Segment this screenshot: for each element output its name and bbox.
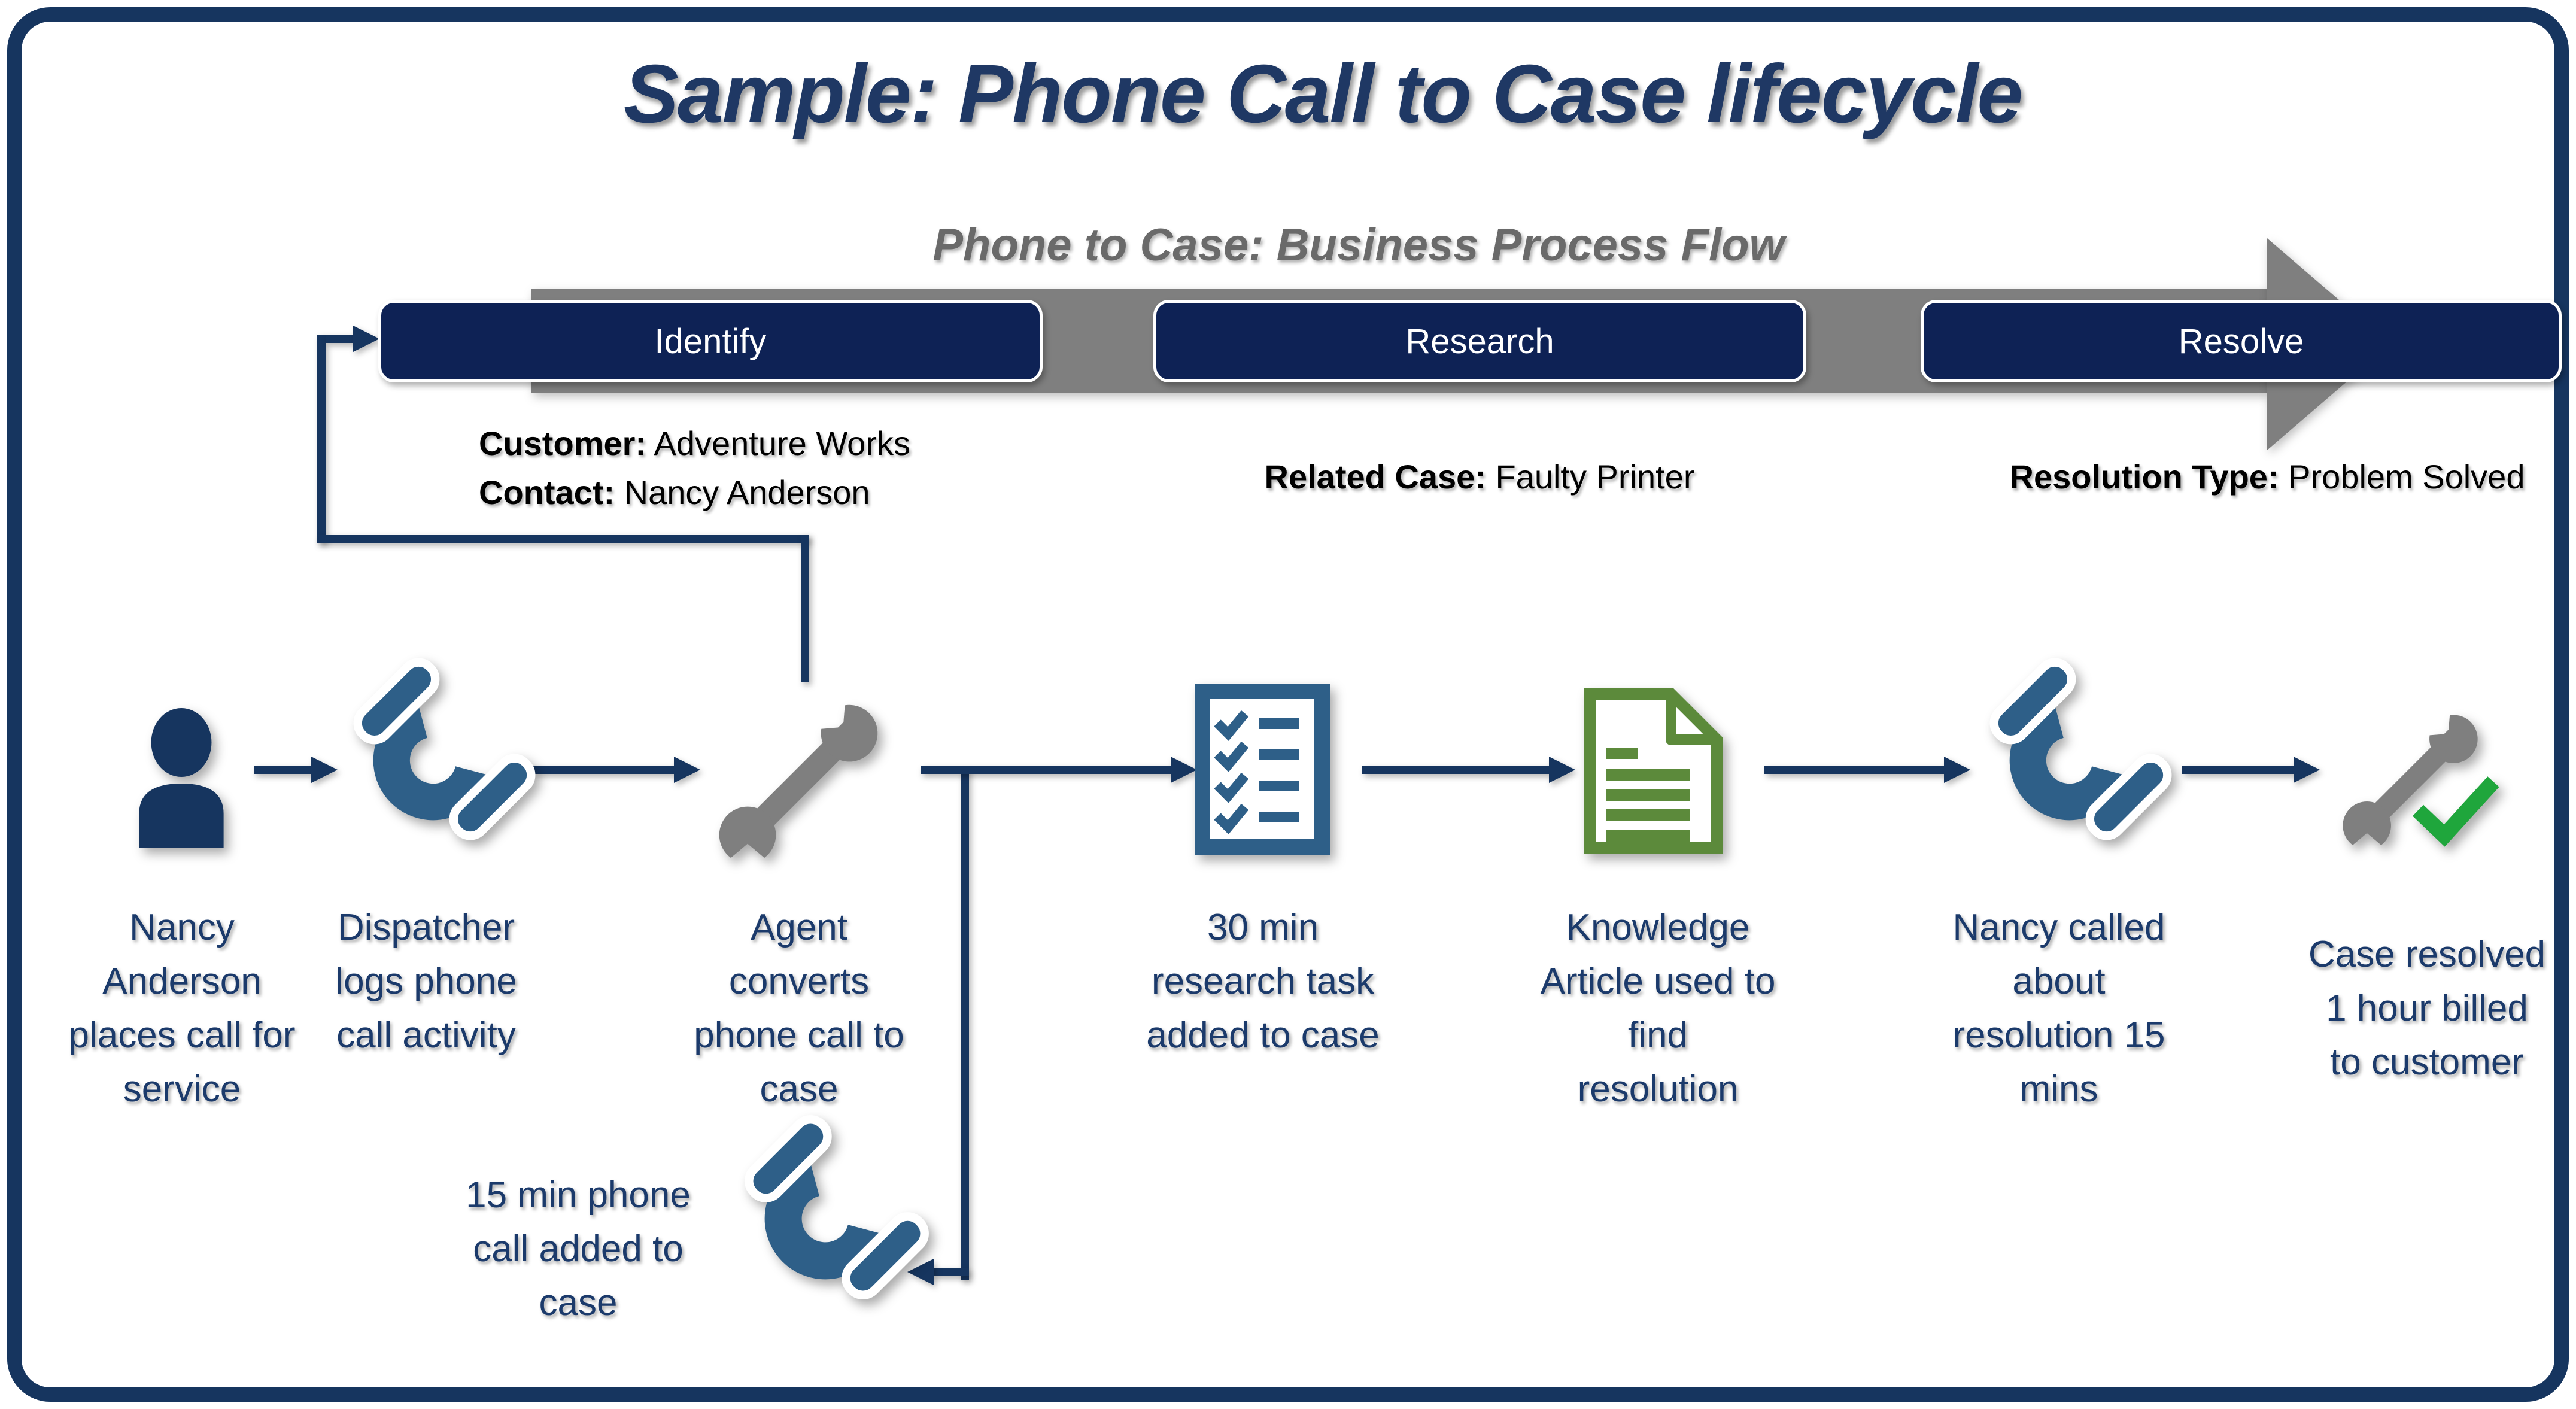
slide-border: [7, 7, 2569, 1402]
detail-line: Related Case: Faulty Printer: [1264, 458, 1695, 496]
stage-label: Identify: [654, 321, 767, 361]
stage-detail-identify: Customer: Adventure Works Contact: Nancy…: [479, 419, 910, 517]
flow-arrow-2: [533, 757, 700, 783]
branch-arrowhead-icon: [907, 1259, 934, 1285]
loop-connector-vertical-left: [317, 335, 326, 543]
loop-arrowhead-icon: [353, 326, 379, 352]
stage-box-research: Research: [1153, 300, 1806, 382]
task-checklist-icon: [1195, 684, 1330, 855]
page-title: Sample: Phone Call to Case lifecycle: [623, 48, 2023, 140]
detail-line: Resolution Type: Problem Solved: [2009, 458, 2525, 496]
stage-detail-research: Related Case: Faulty Printer: [1240, 453, 1719, 502]
wrench-icon: [719, 704, 878, 858]
stage-box-identify: Identify: [378, 300, 1043, 382]
phone-icon: [1989, 658, 2172, 840]
branch-connector-vertical: [961, 768, 969, 1280]
detail-line: Customer: Adventure Works: [479, 424, 910, 462]
loop-connector-stub: [326, 335, 353, 343]
loop-connector-horizontal: [317, 535, 809, 543]
flow-arrow-4: [1362, 757, 1575, 783]
flow-arrow-3: [921, 757, 1197, 783]
flow-arrow-1: [254, 757, 338, 783]
person-icon: [139, 707, 224, 848]
detail-line: Contact: Nancy Anderson: [479, 473, 870, 511]
stage-label: Research: [1405, 321, 1554, 361]
check-icon: [2413, 776, 2499, 847]
loop-connector-vertical-right: [801, 535, 809, 682]
knowledge-article-icon: [1584, 688, 1723, 854]
flow-arrow-6: [2182, 757, 2320, 783]
branch-connector-stub: [931, 1268, 969, 1276]
stage-detail-resolve: Resolution Type: Problem Solved: [1968, 453, 2566, 502]
phone-icon: [353, 658, 536, 840]
phone-icon: [745, 1115, 929, 1299]
stage-box-resolve: Resolve: [1921, 300, 2562, 382]
flow-arrow-5: [1764, 757, 1970, 783]
wrench-icon: [2343, 715, 2478, 845]
process-flow-subtitle: Phone to Case: Business Process Flow: [932, 220, 1785, 271]
stage-label: Resolve: [2178, 321, 2304, 361]
